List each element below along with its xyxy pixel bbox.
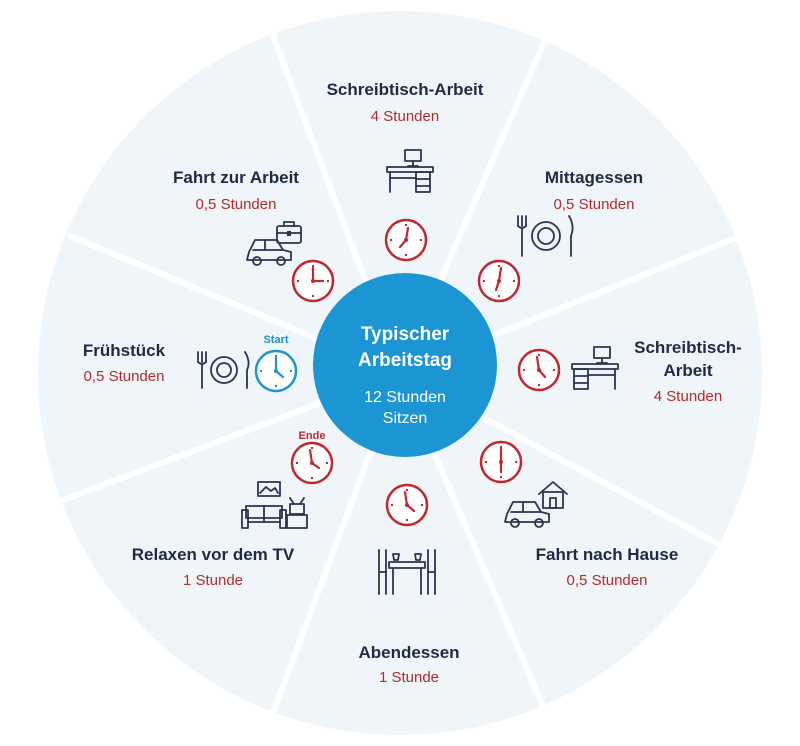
clock-icon <box>385 483 429 527</box>
dining-table-icon <box>378 549 436 595</box>
segment-title-desk-work-right-line2: Arbeit <box>663 361 712 380</box>
clock-icon <box>517 348 561 392</box>
clock-icon <box>254 349 298 393</box>
start-marker: Start <box>263 334 288 346</box>
clock-icon <box>291 259 335 303</box>
segment-hours-desk-work-top: 4 Stunden <box>371 108 439 125</box>
center-circle <box>313 273 497 457</box>
center-title-line1: Typischer <box>361 324 450 345</box>
sofa-tv-icon <box>241 481 308 529</box>
segment-hours-breakfast: 0,5 Stunden <box>84 368 165 385</box>
center-sub-line1: 12 Stunden <box>364 389 446 406</box>
segment-hours-drive-home: 0,5 Stunden <box>567 572 648 589</box>
plate-icon <box>517 215 574 257</box>
segment-hours-lunch: 0,5 Stunden <box>554 196 635 213</box>
desk-icon <box>386 149 434 193</box>
segment-hours-desk-work-right: 4 Stunden <box>654 388 722 405</box>
segment-title-desk-work-right-line1: Schreibtisch- <box>634 338 742 357</box>
segment-title-drive-to-work: Fahrt zur Arbeit <box>173 168 299 187</box>
segment-hours-dinner: 1 Stunde <box>379 669 439 686</box>
desk-icon <box>571 346 619 390</box>
segment-hours-relax-tv: 1 Stunde <box>183 572 243 589</box>
clock-icon <box>479 440 523 484</box>
clock-icon <box>477 259 521 303</box>
car-house-icon <box>504 481 568 528</box>
plate-icon <box>197 351 250 389</box>
center-title-line2: Arbeitstag <box>358 350 452 371</box>
segment-title-breakfast: Frühstück <box>83 341 166 360</box>
center-sub-line2: Sitzen <box>383 410 427 427</box>
car-briefcase-icon <box>246 221 302 266</box>
segment-title-lunch: Mittagessen <box>545 168 643 187</box>
segment-hours-drive-to-work: 0,5 Stunden <box>196 196 277 213</box>
clock-icon <box>384 218 428 262</box>
end-marker: Ende <box>299 430 326 442</box>
clock-icon <box>290 441 334 485</box>
segment-title-desk-work-top: Schreibtisch-Arbeit <box>327 80 484 99</box>
segment-title-drive-home: Fahrt nach Hause <box>536 545 679 564</box>
segment-title-dinner: Abendessen <box>358 643 459 662</box>
segment-title-relax-tv: Relaxen vor dem TV <box>132 545 295 564</box>
